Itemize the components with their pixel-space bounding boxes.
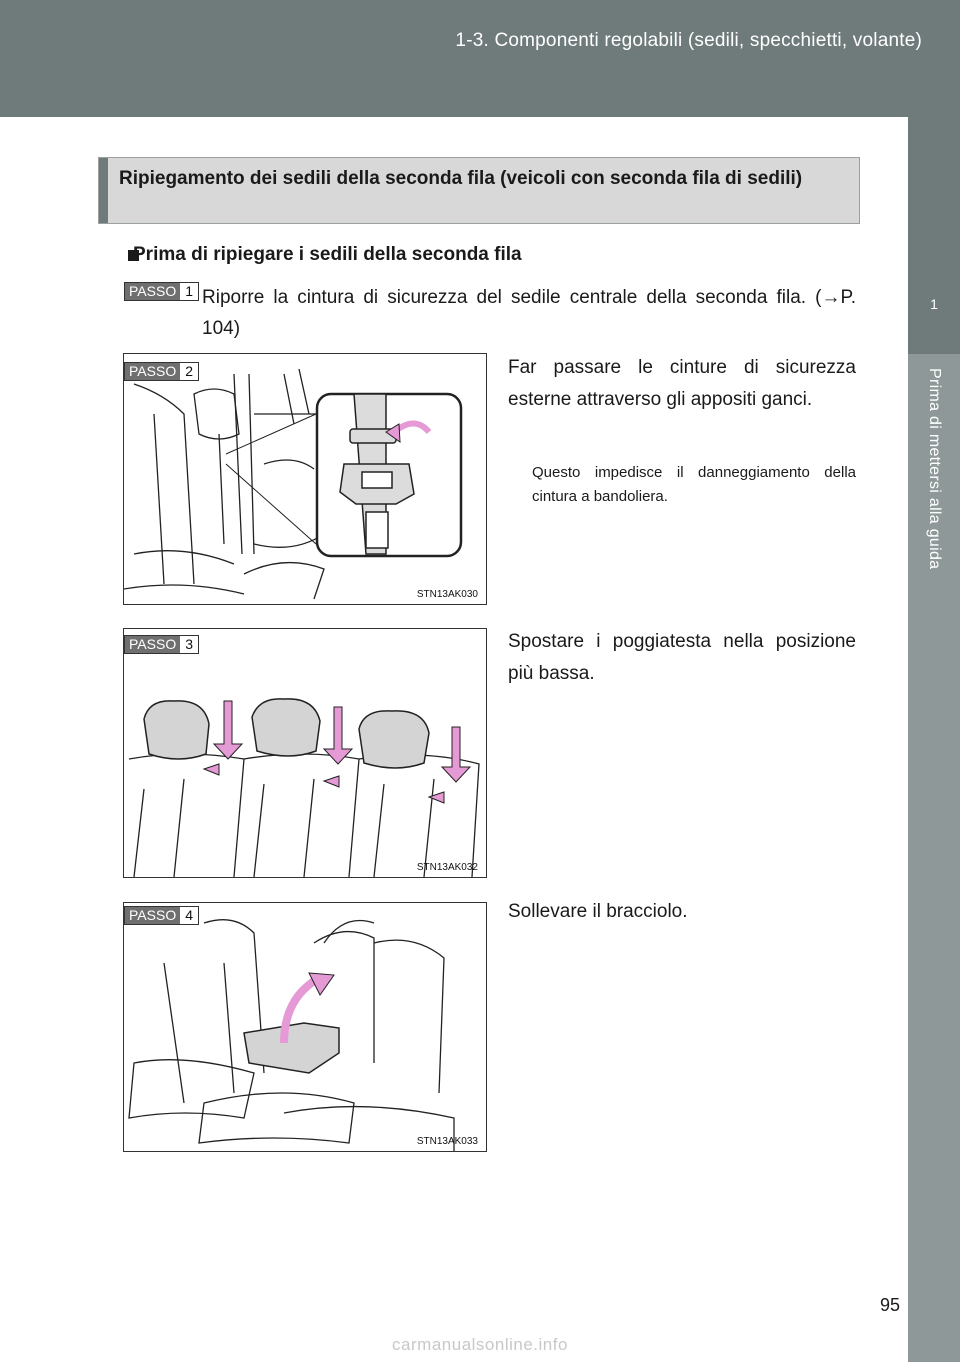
step-word: PASSO (125, 907, 181, 924)
step-badge-2: PASSO 2 (124, 362, 199, 381)
step-word: PASSO (125, 363, 181, 380)
step-badge-3: PASSO 3 (124, 635, 199, 654)
section-title: Ripiegamento dei sedili della seconda fi… (119, 168, 803, 189)
step-2-text: Far passare le cinture di sicurezza este… (508, 357, 856, 410)
figure-code-2: STN13AK030 (416, 589, 478, 600)
header-bar (0, 0, 960, 117)
header-title: 1-3. Componenti regolabili (sedili, spec… (455, 30, 922, 51)
watermark: carmanualsonline.info (392, 1335, 568, 1354)
step-number: 3 (180, 636, 198, 653)
step-1-text: Riporre la cintura di sicurezza del sedi… (202, 287, 856, 339)
chapter-strip (908, 354, 960, 1362)
page-number: 95 (880, 1295, 901, 1315)
step-4-text: Sollevare il bracciolo. (508, 901, 688, 922)
chapter-number: 1 (930, 296, 938, 312)
section-title-box: Ripiegamento dei sedili della seconda fi… (98, 157, 860, 224)
step-number: 2 (180, 363, 198, 380)
step-2-note: Questo impedisce il danneggiamento della… (532, 464, 856, 505)
armrest-raise-illustration-icon (128, 919, 455, 1151)
chapter-label: Prima di mettersi alla guida (926, 368, 943, 570)
square-bullet-icon (128, 250, 139, 261)
seatbelt-hook-illustration-icon (124, 368, 463, 600)
step-number: 1 (180, 283, 198, 300)
figure-step-3: STN13AK032 (123, 628, 487, 878)
figure-code-4: STN13AK033 (416, 1136, 478, 1147)
step-number: 4 (180, 907, 198, 924)
chapter-tab (908, 117, 960, 354)
headrest-lowering-illustration-icon (128, 698, 480, 877)
figure-code-3: STN13AK032 (416, 862, 478, 873)
figure-step-4: STN13AK033 (123, 902, 487, 1152)
step-word: PASSO (125, 636, 181, 653)
step-badge-1: PASSO 1 (124, 282, 199, 301)
figure-step-2: STN13AK030 (123, 353, 487, 605)
subheading: Prima di ripiegare i sedili della second… (133, 244, 522, 265)
section-title-bar (99, 158, 108, 223)
step-word: PASSO (125, 283, 181, 300)
step-badge-4: PASSO 4 (124, 906, 199, 925)
step-3-text: Spostare i poggiatesta nella posizione p… (508, 631, 856, 684)
